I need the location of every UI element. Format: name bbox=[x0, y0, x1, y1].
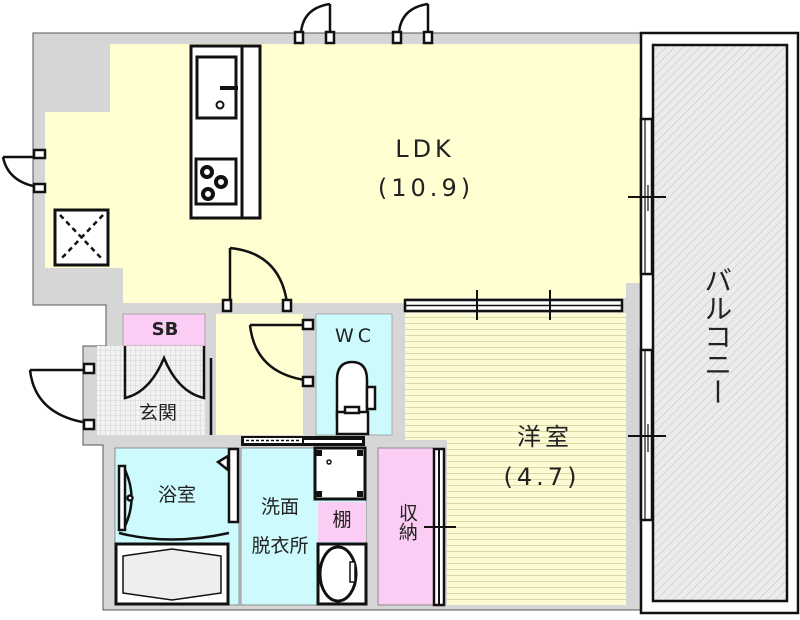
kitchen-sink-icon bbox=[195, 55, 238, 120]
closet-sliding-door[interactable] bbox=[424, 447, 456, 607]
door-wc[interactable] bbox=[248, 318, 315, 388]
shoe-box-label: SB bbox=[151, 319, 179, 340]
closet-label: 収納 bbox=[395, 503, 418, 541]
western-window[interactable] bbox=[628, 348, 666, 522]
gas-stove-icon bbox=[194, 157, 238, 206]
door-hall-ldk[interactable] bbox=[221, 246, 293, 313]
kitchen-counter bbox=[189, 44, 262, 220]
room-ldk bbox=[45, 44, 640, 303]
washroom-label-line2: 脱衣所 bbox=[251, 535, 309, 557]
western-room-size: (4.7) bbox=[503, 463, 581, 491]
western-room-sliding-door[interactable] bbox=[403, 290, 624, 320]
shoe-box-doors[interactable] bbox=[123, 346, 206, 400]
utility-box-icon bbox=[53, 208, 110, 267]
hallway bbox=[216, 314, 303, 435]
ldk-size: (10.9) bbox=[377, 174, 475, 202]
bathroom-door[interactable] bbox=[215, 447, 240, 524]
door-left-ldk[interactable] bbox=[1, 148, 47, 194]
balcony-label: バルコニー bbox=[700, 266, 734, 406]
ldk-label: LDK bbox=[395, 135, 455, 163]
door-top-1[interactable] bbox=[293, 2, 336, 45]
bathroom-label: 浴室 bbox=[157, 484, 196, 506]
refrigerator-space-icon bbox=[36, 36, 110, 112]
washroom-label-line1: 洗面 bbox=[260, 496, 299, 518]
washing-machine-pan-icon bbox=[313, 446, 367, 501]
room-western bbox=[405, 313, 626, 605]
western-room-label: 洋室 bbox=[517, 423, 573, 451]
bathtub-icon bbox=[114, 542, 230, 606]
wc-label: WC bbox=[334, 325, 376, 347]
balcony bbox=[639, 31, 800, 615]
toilet-icon bbox=[335, 360, 377, 436]
washroom-sliding-door[interactable] bbox=[241, 436, 365, 446]
door-top-2[interactable] bbox=[391, 2, 434, 45]
shower-icon bbox=[117, 464, 230, 541]
ldk-window[interactable] bbox=[628, 117, 666, 276]
room-shelf bbox=[318, 502, 366, 542]
shelf-label: 棚 bbox=[332, 509, 352, 531]
entrance-label: 玄関 bbox=[138, 402, 177, 424]
washbasin-icon bbox=[316, 542, 368, 606]
front-door[interactable] bbox=[28, 362, 96, 431]
